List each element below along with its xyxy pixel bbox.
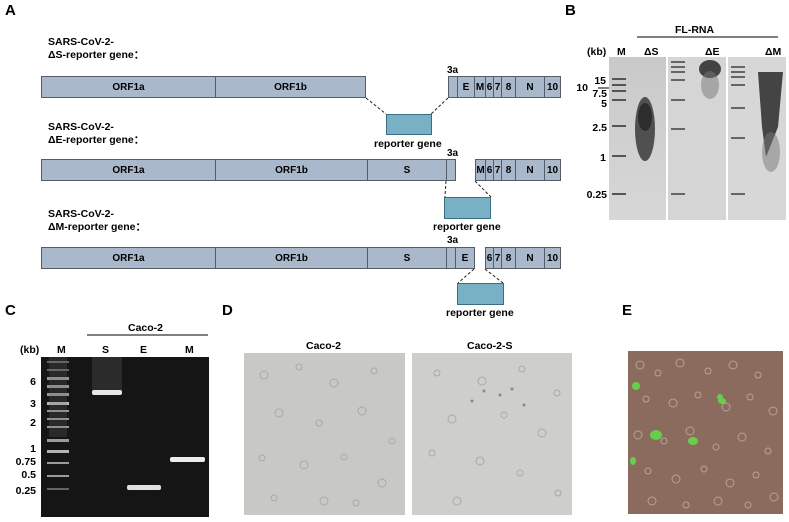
gel-image (609, 57, 666, 220)
gel-image (668, 57, 726, 220)
lane-label: ΔM (765, 46, 782, 58)
reporter-gene-label: reporter gene (433, 221, 501, 233)
reporter-gene-box (444, 197, 491, 219)
ladder-label: 15 (594, 75, 606, 87)
segment-orf1b: ORF1b (215, 247, 368, 269)
ladder-label: 2 (30, 417, 36, 429)
ladder-label: 1 (600, 152, 606, 164)
panel-letter-e: E (622, 302, 633, 319)
micrograph-label: Caco-2 (306, 340, 342, 352)
cell-texture (428, 365, 562, 506)
gel-group-label: FL-RNA (675, 24, 715, 36)
construct-title: SARS-CoV-2- ΔM-reporter gene： (48, 208, 146, 234)
ladder-label: 5 (601, 98, 607, 110)
lane-label-marker: M (617, 46, 626, 58)
ladder-label: 1 (30, 443, 36, 455)
segment-3a (446, 159, 456, 181)
segment-label-3a: 3a (447, 148, 459, 159)
reporter-gene-label: reporter gene (446, 307, 514, 319)
ladder-label: 0.25 (15, 485, 36, 497)
gel-bands (731, 66, 783, 195)
segment-orf1b: ORF1b (215, 159, 368, 181)
micrograph-caco2 (244, 353, 405, 515)
lane-label-marker: M (57, 344, 66, 356)
ladder-label: 0.5 (21, 469, 36, 481)
construct-title: SARS-CoV-2- ΔS-reporter gene： (48, 36, 144, 62)
construct-title-line: ΔE-reporter gene： (48, 134, 145, 146)
segment-10: 10 (544, 159, 561, 181)
reporter-gene-box (457, 283, 504, 305)
segment-orf1b: ORF1b (215, 76, 366, 98)
construct-title: SARS-CoV-2- ΔE-reporter gene： (48, 121, 144, 147)
segment-label-3a: 3a (447, 235, 459, 246)
construct-title-line: SARS-CoV-2- (48, 36, 114, 48)
panel-letter-c: C (5, 302, 16, 319)
construct-title-line: SARS-CoV-2- (48, 208, 114, 220)
gel-bands (47, 357, 205, 490)
panel-letter-a: A (5, 2, 16, 19)
cell-texture (258, 363, 396, 507)
ladder-label: 7.5 (592, 88, 607, 100)
ladder-label: 0.25 (586, 189, 607, 201)
ladder-label: 10 (576, 82, 588, 94)
reporter-gene-box (386, 114, 432, 135)
segment-label-3a: 3a (447, 65, 459, 76)
segment-10: 10 (544, 247, 561, 269)
segment-s: S (367, 247, 447, 269)
gel-image (728, 57, 786, 220)
segment-e: E (455, 247, 475, 269)
fluorescence-micrograph (628, 351, 783, 514)
gel-unit-label: (kb) (587, 46, 607, 58)
segment-e: E (457, 76, 475, 98)
gel-group-label: Caco-2 (128, 322, 164, 334)
gel-bands (671, 60, 721, 195)
gel-unit-label: (kb) (20, 344, 40, 356)
gel-image (41, 357, 209, 517)
ladder-label: 0.75 (15, 456, 36, 468)
cell-texture (630, 358, 779, 509)
segment-10: 10 (544, 76, 561, 98)
construct-title-line: ΔM-reporter gene： (48, 221, 146, 233)
lane-label: E (140, 344, 148, 356)
gel-bands (612, 78, 655, 195)
segment-8: 8 (501, 247, 516, 269)
panel-letter-d: D (222, 302, 233, 319)
ladder-label: 6 (30, 376, 36, 388)
ladder-label: 3 (30, 398, 36, 410)
lane-label: M (185, 344, 194, 356)
panel-letter-b: B (565, 2, 576, 19)
reporter-gene-label: reporter gene (374, 138, 442, 150)
lane-label: S (102, 344, 110, 356)
lane-label: ΔE (705, 46, 720, 58)
lane-label: ΔS (644, 46, 659, 58)
construct-title-line: ΔS-reporter gene： (48, 49, 145, 61)
construct-title-line: SARS-CoV-2- (48, 121, 114, 133)
ladder-label: 2.5 (592, 122, 607, 134)
micrograph-label: Caco-2-S (467, 340, 513, 352)
micrograph-caco2-s (412, 353, 572, 515)
